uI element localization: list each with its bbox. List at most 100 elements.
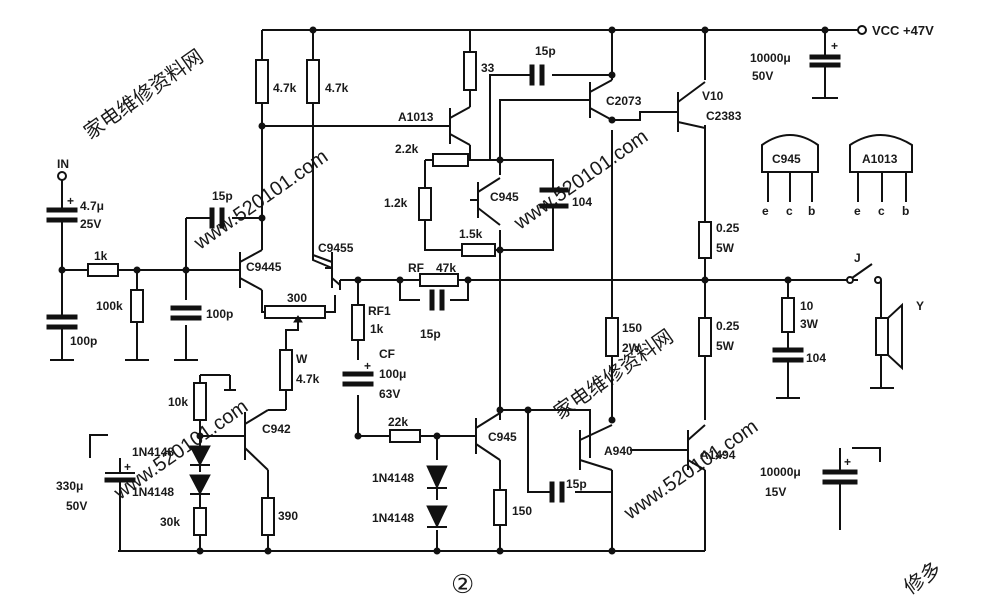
svg-text:c: c <box>878 204 885 218</box>
vcc-terminal: VCC +47V <box>857 23 934 38</box>
svg-text:b: b <box>808 204 815 218</box>
resistor-w: W 4.7k <box>279 349 320 391</box>
diode-1: 1N4148 <box>132 445 211 472</box>
vcc-label: VCC +47V <box>872 23 934 38</box>
figure-number: ② <box>451 569 474 599</box>
svg-text:C2383: C2383 <box>706 109 742 123</box>
watermark-cn: 家电维修资料网 <box>80 45 208 144</box>
svg-text:C945: C945 <box>490 190 519 204</box>
svg-text:1k: 1k <box>94 249 108 263</box>
svg-text:150: 150 <box>512 504 532 518</box>
svg-text:5W: 5W <box>716 339 735 353</box>
svg-text:10k: 10k <box>168 395 188 409</box>
resistor-1.2k: 1.2k <box>384 187 432 221</box>
base-cap-100p: 100p <box>170 305 233 361</box>
watermark-url: www.520101.com <box>619 416 762 525</box>
svg-text:15p: 15p <box>535 44 556 58</box>
svg-text:0.25: 0.25 <box>716 221 740 235</box>
resistor-10k: 10k <box>168 375 236 421</box>
svg-text:1N4148: 1N4148 <box>132 485 174 499</box>
diode-2: 1N4148 <box>132 474 211 500</box>
svg-text:15p: 15p <box>212 189 233 203</box>
cap-cf: + CF 100μ 63V <box>342 347 406 401</box>
transistor-a1013: A1013 <box>398 106 471 146</box>
svg-text:Y: Y <box>916 299 924 313</box>
resistor-150-lower: 150 <box>493 489 532 526</box>
svg-text:c: c <box>786 204 793 218</box>
svg-text:100μ: 100μ <box>379 367 406 381</box>
input-resistor-1k: 1k <box>87 249 119 277</box>
svg-text:104: 104 <box>806 351 826 365</box>
resistor-2.2k: 2.2k <box>395 142 469 167</box>
svg-text:C9445: C9445 <box>246 260 282 274</box>
diode-3: 1N4148 <box>372 465 448 500</box>
junctions <box>58 26 829 555</box>
pinout-a1013-label: A1013 <box>862 152 898 166</box>
svg-text:+: + <box>831 39 838 53</box>
cap-330u: + 330μ 50V <box>56 458 136 513</box>
cap-104-vbe: 104 <box>539 187 592 209</box>
svg-text:e: e <box>854 204 861 218</box>
resistor-150-2w: 150 2W <box>605 317 642 357</box>
resistor-1.5k: 1.5k <box>459 227 496 257</box>
transistor-a940: A940 <box>579 424 633 471</box>
input-terminal: IN <box>57 157 69 181</box>
resistor-390: 390 <box>261 497 298 536</box>
svg-text:4.7μ: 4.7μ <box>80 199 104 213</box>
svg-text:2.2k: 2.2k <box>395 142 419 156</box>
transistor-c942: C942 <box>244 409 291 471</box>
svg-text:10: 10 <box>800 299 814 313</box>
pinout-c945-label: C945 <box>772 152 801 166</box>
input-shunt-cap-100p: 100p <box>46 314 97 361</box>
transistor-a1494: A1494 <box>680 424 736 471</box>
svg-text:W: W <box>296 352 308 366</box>
svg-text:10000μ: 10000μ <box>760 465 801 479</box>
resistor-22k: 22k <box>388 415 421 443</box>
svg-text:1N4148: 1N4148 <box>372 471 414 485</box>
svg-text:4.7k: 4.7k <box>296 372 320 386</box>
pinout-a1013: A1013 e c b <box>849 134 913 218</box>
svg-text:1N4148: 1N4148 <box>132 445 174 459</box>
trim-pot-300: 300 <box>264 291 326 330</box>
svg-text:1N4148: 1N4148 <box>372 511 414 525</box>
resistor-rf1: RF1 1k <box>351 304 391 341</box>
main-cap-voltage: 50V <box>752 69 773 83</box>
input-label: IN <box>57 157 69 171</box>
speaker: Y <box>870 280 924 389</box>
svg-text:47k: 47k <box>436 261 456 275</box>
resistor-30k: 30k <box>160 507 207 536</box>
resistor-0.25-bottom: 0.25 5W <box>698 317 740 357</box>
svg-text:390: 390 <box>278 509 298 523</box>
svg-text:0.25: 0.25 <box>716 319 740 333</box>
resistor-4.7k-b: 4.7k <box>306 59 349 104</box>
svg-text:30k: 30k <box>160 515 180 529</box>
main-filter-capacitor: + 10000μ 50V <box>750 30 841 99</box>
svg-text:1.2k: 1.2k <box>384 196 408 210</box>
cap-15p-top: 15p <box>529 44 556 86</box>
transistor-c945-vbe: C945 <box>470 177 519 226</box>
transistor-c2073: C2073 <box>580 79 642 121</box>
svg-text:C9455: C9455 <box>318 241 354 255</box>
svg-text:4.7k: 4.7k <box>273 81 297 95</box>
svg-text:RF: RF <box>408 261 424 275</box>
diode-4: 1N4148 <box>372 505 448 529</box>
svg-text:J: J <box>854 251 861 265</box>
svg-text:2W: 2W <box>622 341 641 355</box>
svg-text:15p: 15p <box>420 327 441 341</box>
transistor-v10: V10 C2383 <box>665 81 742 132</box>
watermark-url: www.520101.com <box>509 126 652 235</box>
svg-text:5W: 5W <box>716 241 735 255</box>
svg-text:A1494: A1494 <box>700 448 736 462</box>
svg-text:+: + <box>844 455 851 469</box>
resistor-0.25-top: 0.25 5W <box>698 221 740 259</box>
cap-15p-q1: 15p <box>209 189 233 229</box>
svg-text:+: + <box>124 460 131 474</box>
svg-text:RF1: RF1 <box>368 304 391 318</box>
wiring <box>61 29 858 552</box>
svg-text:63V: 63V <box>379 387 400 401</box>
svg-text:C945: C945 <box>488 430 517 444</box>
svg-text:e: e <box>762 204 769 218</box>
svg-text:V10: V10 <box>702 89 724 103</box>
svg-text:1.5k: 1.5k <box>459 227 483 241</box>
svg-text:b: b <box>902 204 909 218</box>
